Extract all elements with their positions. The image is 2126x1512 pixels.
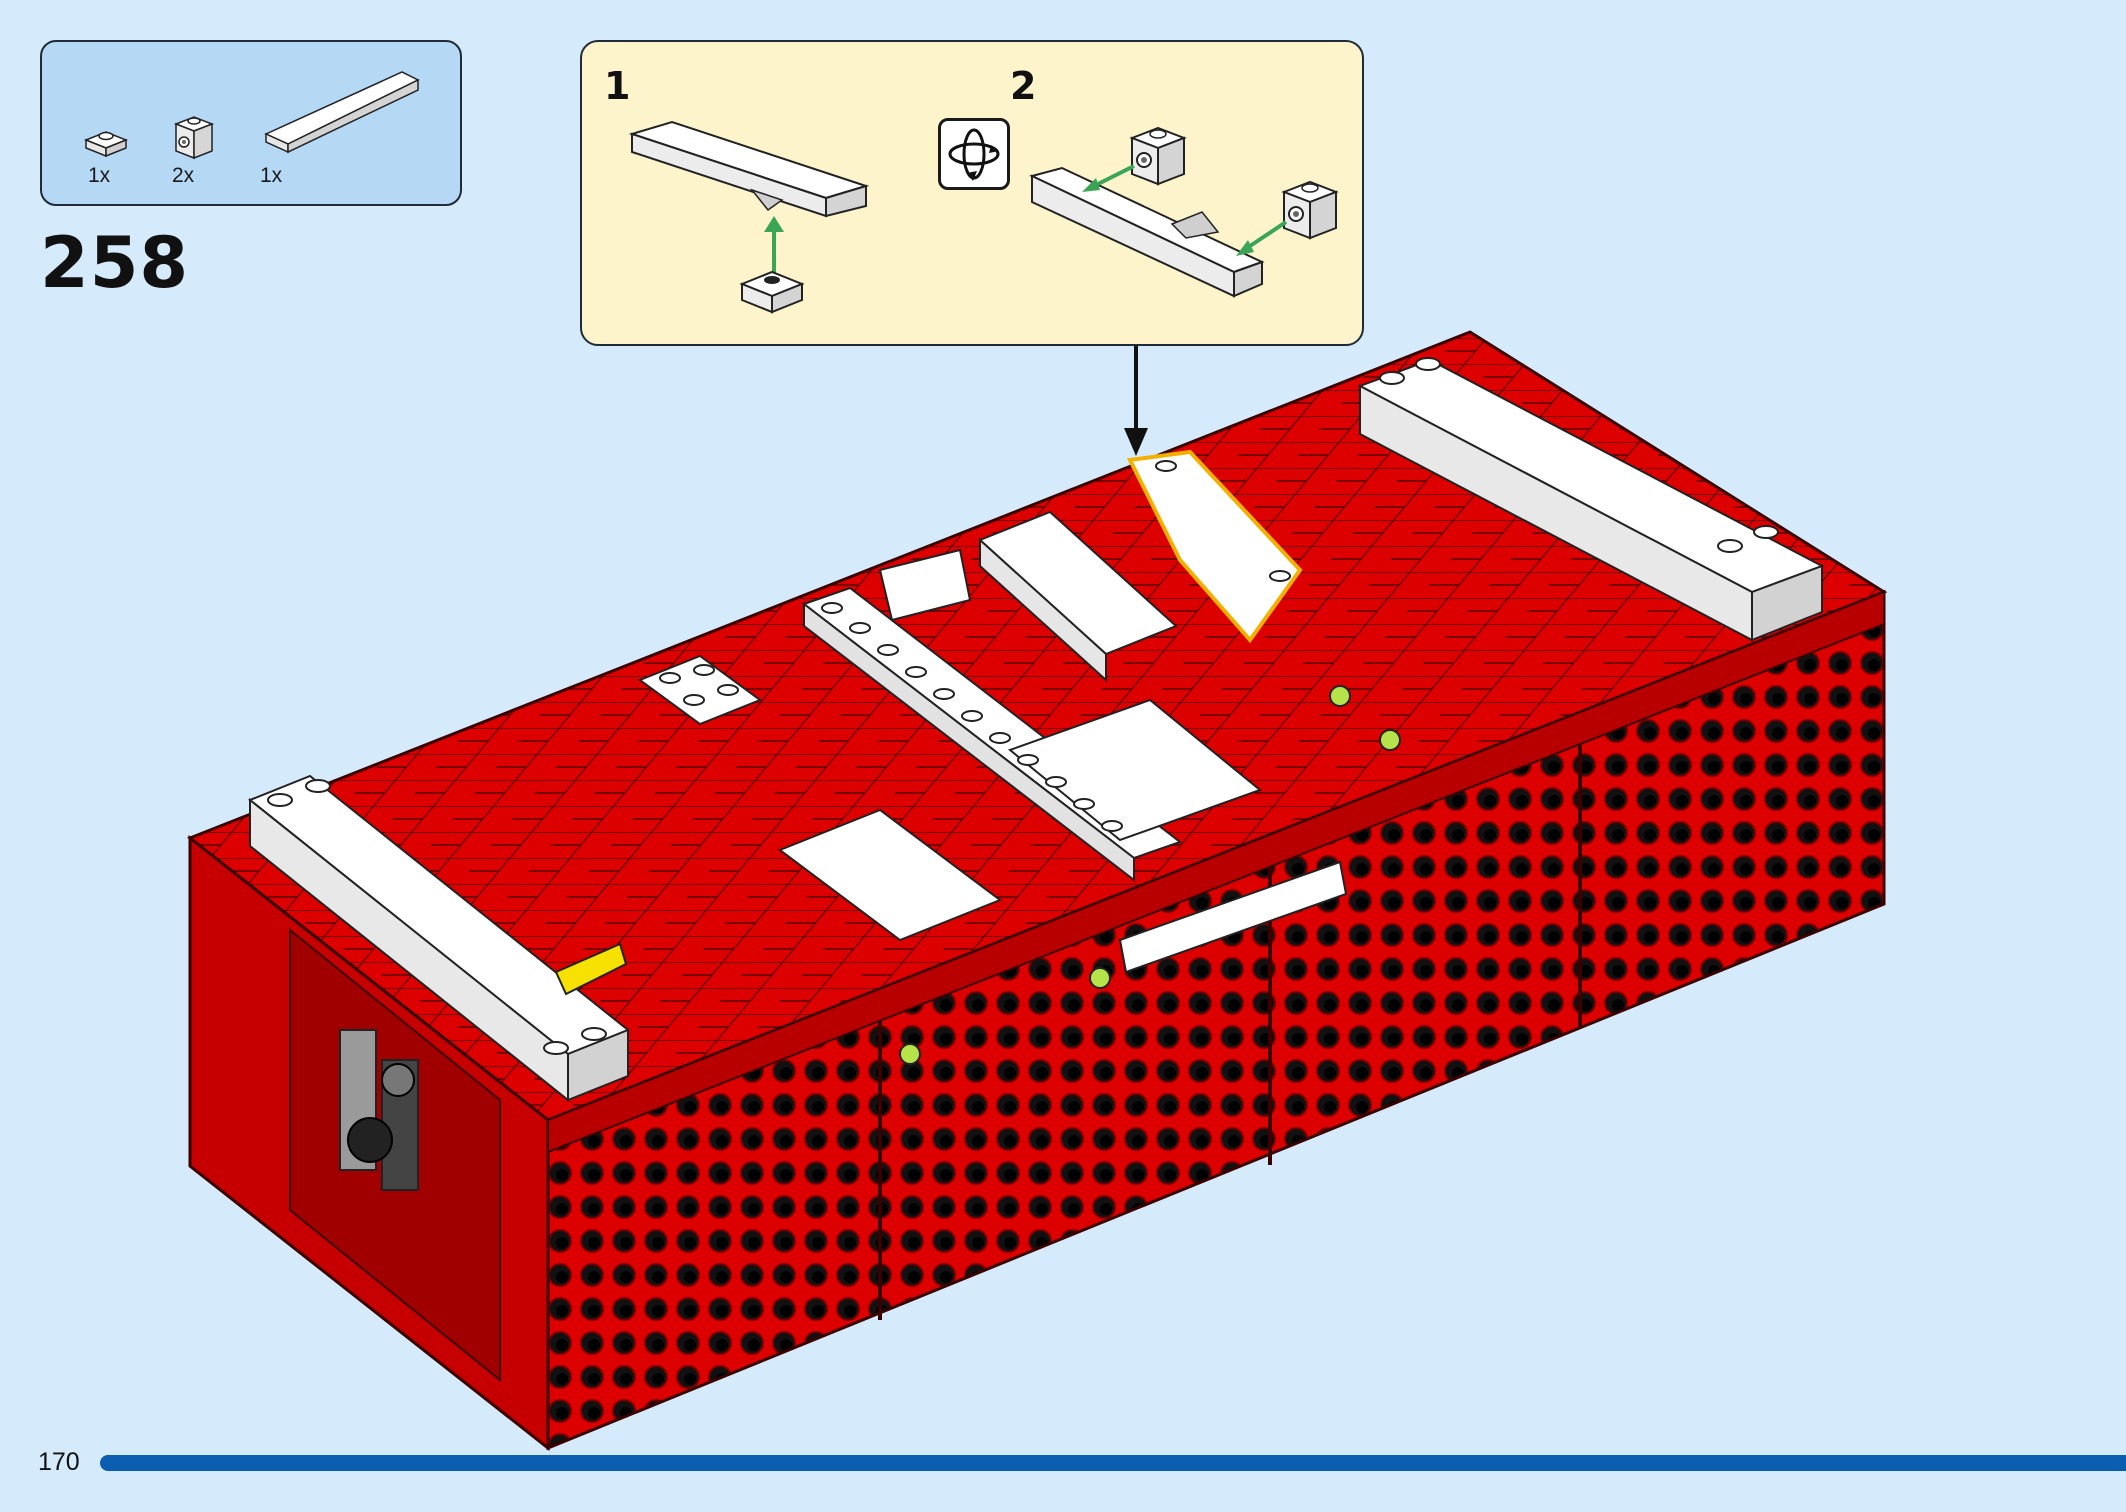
yellow-part: [554, 942, 628, 996]
white-strip-front: [1118, 860, 1348, 974]
part-qty-3: 1x: [260, 164, 283, 187]
substep-1-illustration: [628, 120, 870, 314]
hinge-mechanism: [339, 1029, 419, 1191]
part-qty-2: 2x: [172, 164, 195, 187]
substep-number-2: 2: [1010, 64, 1037, 108]
rotate-model-icon: [938, 118, 1010, 190]
white-plate-center: [637, 586, 1263, 942]
white-block: [878, 548, 972, 622]
brick-1x1-stud-side-icon: [173, 116, 215, 160]
wedge-slope-icon: [264, 71, 420, 154]
substep-number-1: 1: [604, 64, 631, 108]
step-number: 258: [40, 222, 190, 304]
new-part-highlight: [978, 449, 1303, 683]
subassembly-callout: 1 2: [580, 40, 1364, 346]
callout-arrow-head: [1124, 428, 1148, 456]
white-rail-right: [1357, 357, 1825, 642]
substep-2-illustration: [1029, 126, 1339, 298]
page-number: 170: [38, 1448, 80, 1476]
white-rail-left: [248, 774, 630, 1103]
progress-bar: [100, 1455, 2126, 1471]
plate-1x1-icon: [83, 131, 129, 158]
parts-list-callout: 1x 2x 1x: [40, 40, 462, 206]
part-qty-1: 1x: [88, 164, 111, 187]
